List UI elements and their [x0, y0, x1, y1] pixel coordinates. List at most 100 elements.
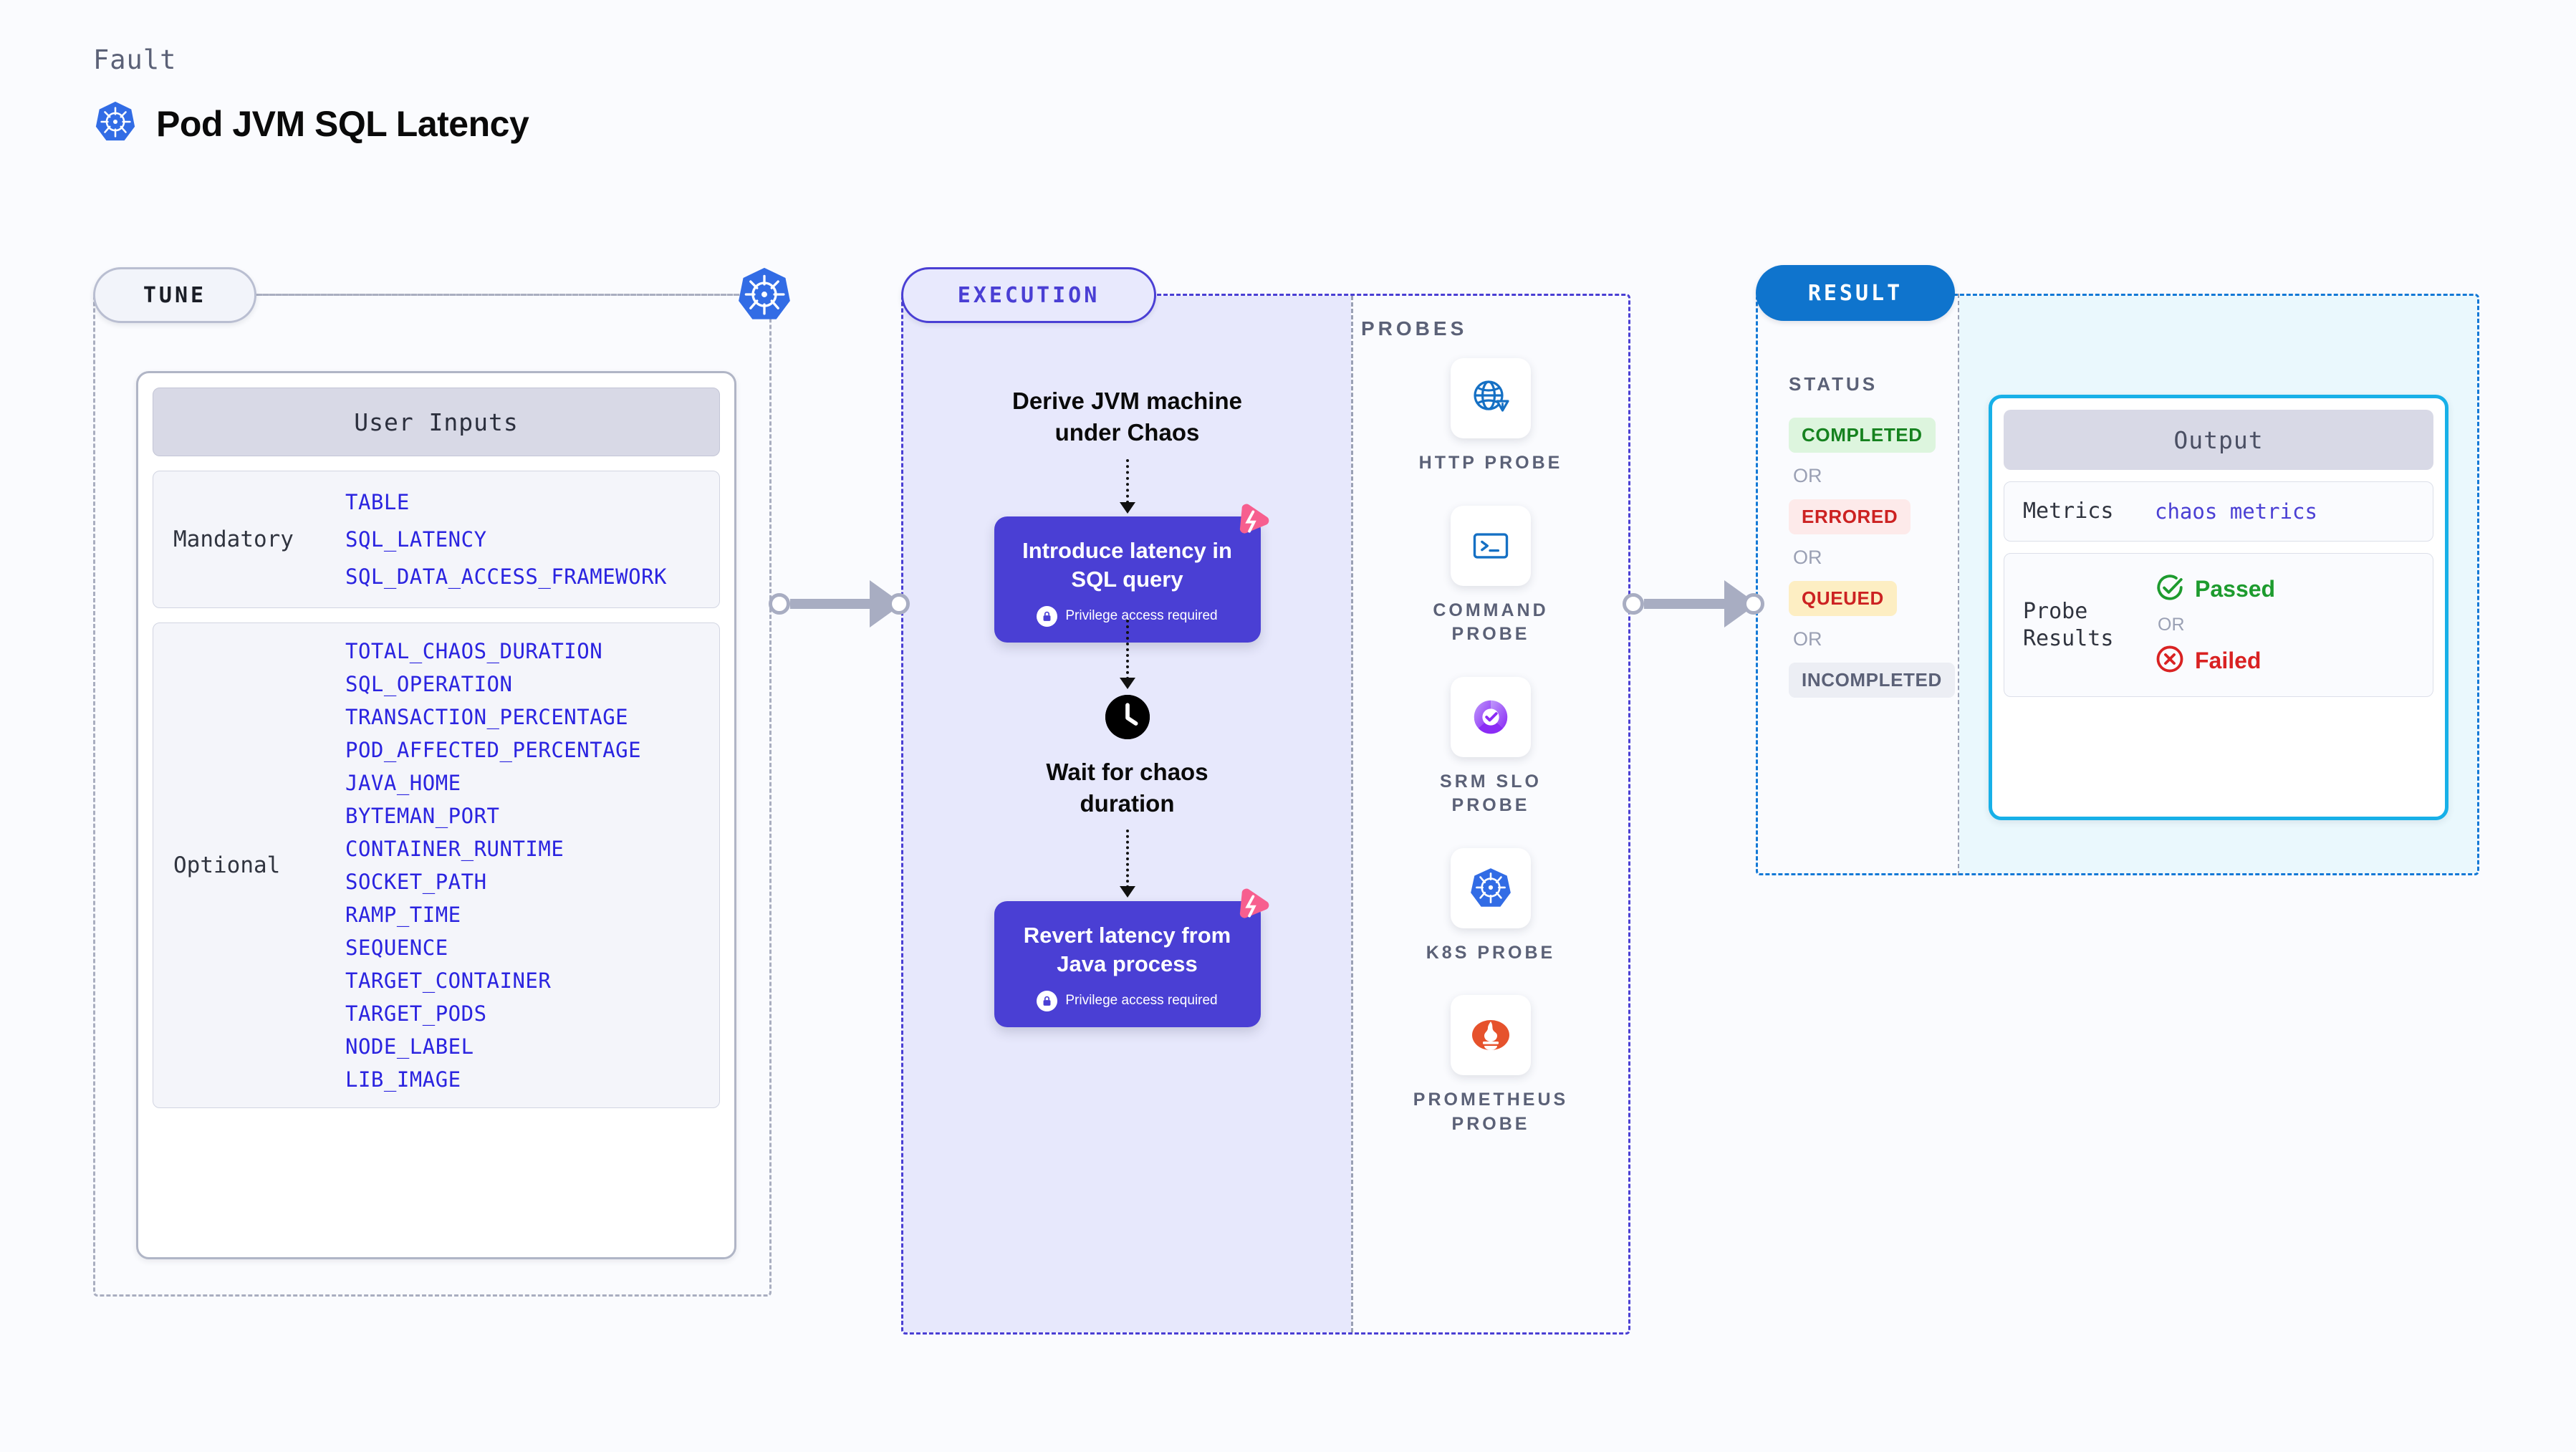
param-item[interactable]: CONTAINER_RUNTIME [345, 837, 564, 861]
status-or: OR [1793, 465, 1822, 486]
param-item[interactable]: TRANSACTION_PERCENTAGE [345, 705, 629, 729]
fault-label: Fault [93, 44, 177, 75]
revert-latency-title: Revert latency from Java process [1023, 923, 1231, 977]
execution-pill[interactable]: EXECUTION [901, 267, 1156, 323]
param-item[interactable]: POD_AFFECTED_PERCENTAGE [345, 738, 642, 762]
kubernetes-icon [735, 265, 794, 324]
probes-divider [1351, 296, 1353, 1332]
probe-label: PROMETHEUS PROBE [1413, 1090, 1569, 1134]
probe-label: SRM SLO PROBE [1440, 771, 1542, 816]
probe-label: COMMAND PROBE [1433, 600, 1549, 645]
probes-list: HTTP PROBE COMMAND PROBE [1353, 358, 1628, 1136]
status-badge-errored: ERRORED [1789, 499, 1911, 534]
failed-label: Failed [2195, 648, 2262, 674]
check-circle-icon [2155, 572, 2185, 606]
execution-to-result-arrow [1623, 580, 1764, 628]
x-circle-icon [2155, 644, 2185, 678]
param-item[interactable]: RAMP_TIME [345, 903, 461, 927]
probes-section-label: PROBES [1361, 317, 1468, 340]
http-globe-icon [1451, 358, 1531, 438]
probe-result-or: OR [2158, 615, 2185, 635]
param-item[interactable]: TARGET_CONTAINER [345, 968, 552, 993]
wait-step-label: Wait for chaos duration [1046, 759, 1208, 817]
result-pill[interactable]: RESULT [1756, 265, 1955, 321]
page-header: Fault Pod JVM SQL Latency [93, 44, 529, 148]
probe-k8s[interactable]: K8S PROBE [1353, 847, 1628, 966]
revert-latency-card[interactable]: Revert latency from Java process Privile… [994, 888, 1269, 1027]
optional-label: Optional [173, 852, 281, 878]
param-item[interactable]: SQL_OPERATION [345, 672, 513, 696]
output-card: Output Metrics chaos metrics Probe Resul… [1989, 395, 2448, 820]
page-title: Pod JVM SQL Latency [156, 103, 529, 144]
param-item[interactable]: LIB_IMAGE [345, 1067, 461, 1092]
clock-icon [1105, 695, 1150, 739]
param-item[interactable]: SEQUENCE [345, 936, 448, 960]
flow-arrow-line [1125, 620, 1129, 680]
status-or: OR [1793, 628, 1822, 650]
probe-http[interactable]: HTTP PROBE [1353, 358, 1628, 476]
kubernetes-icon [93, 100, 138, 148]
privilege-note-text: Privilege access required [1065, 608, 1218, 624]
prometheus-icon [1451, 995, 1531, 1075]
introduce-latency-title: Introduce latency in SQL query [1022, 538, 1232, 592]
kubernetes-icon [1451, 847, 1531, 928]
connector-dot [769, 593, 790, 615]
execution-flow: Derive JVM machine under Chaos Introduce… [903, 296, 1351, 1332]
connector-bar [790, 599, 870, 609]
status-badge-incompleted: INCOMPLETED [1789, 663, 1955, 698]
status-or: OR [1793, 547, 1822, 568]
metrics-value[interactable]: chaos metrics [2155, 499, 2317, 524]
tune-pill[interactable]: TUNE [93, 267, 256, 323]
title-row: Pod JVM SQL Latency [93, 100, 529, 148]
param-item[interactable]: JAVA_HOME [345, 771, 461, 795]
privilege-note: Privilege access required [1007, 990, 1248, 1011]
flow-arrow-line [1125, 459, 1129, 504]
user-inputs-card: User Inputs Mandatory TABLE SQL_LATENCY … [136, 371, 736, 1259]
tune-to-execution-arrow [769, 580, 910, 628]
derive-step-label: Derive JVM machine under Chaos [1012, 388, 1242, 446]
srm-slo-icon [1451, 676, 1531, 757]
passed-label: Passed [2195, 576, 2276, 602]
param-item[interactable]: TOTAL_CHAOS_DURATION [345, 639, 603, 663]
connector-dot [1623, 593, 1644, 615]
privilege-note-text: Privilege access required [1065, 993, 1218, 1009]
flow-arrowhead [1119, 678, 1135, 689]
param-item[interactable]: TARGET_PODS [345, 1001, 487, 1026]
lock-icon [1037, 605, 1058, 627]
probe-command[interactable]: COMMAND PROBE [1353, 505, 1628, 647]
flow-arrow-line [1125, 830, 1129, 888]
status-badge-queued: QUEUED [1789, 581, 1897, 616]
status-label: STATUS [1789, 373, 1878, 395]
probe-result-failed: Failed [2155, 644, 2275, 678]
param-item[interactable]: TABLE [345, 490, 410, 514]
param-item[interactable]: NODE_LABEL [345, 1034, 474, 1059]
litmus-badge-icon [1230, 501, 1274, 545]
optional-param-list: TOTAL_CHAOS_DURATION SQL_OPERATION TRANS… [345, 639, 641, 1092]
flow-arrowhead [1119, 502, 1135, 514]
param-item[interactable]: SOCKET_PATH [345, 870, 487, 894]
lock-icon [1037, 990, 1058, 1011]
tune-connector-line [256, 294, 738, 296]
probe-prometheus[interactable]: PROMETHEUS PROBE [1353, 995, 1628, 1136]
mandatory-param-list: TABLE SQL_LATENCY SQL_DATA_ACCESS_FRAMEW… [345, 490, 667, 589]
param-item[interactable]: SQL_LATENCY [345, 527, 487, 552]
param-item[interactable]: SQL_DATA_ACCESS_FRAMEWORK [345, 564, 667, 589]
connector-dot [888, 593, 910, 615]
metrics-label: Metrics [2023, 499, 2114, 524]
probe-results-label: Probe Results [2023, 598, 2114, 651]
probe-srm-slo[interactable]: SRM SLO PROBE [1353, 676, 1628, 818]
param-item[interactable]: BYTEMAN_PORT [345, 804, 500, 828]
probe-label: HTTP PROBE [1418, 453, 1563, 473]
optional-params-box: Optional TOTAL_CHAOS_DURATION SQL_OPERAT… [153, 622, 720, 1108]
probe-results-row: Probe Results Passed OR [2004, 553, 2433, 698]
status-list: COMPLETED OR ERRORED OR QUEUED OR INCOMP… [1789, 418, 1955, 698]
probe-results-stack: Passed OR Failed [2155, 572, 2275, 678]
terminal-icon [1451, 505, 1531, 586]
execution-region [901, 294, 1630, 1335]
flow-arrowhead [1119, 886, 1135, 898]
connector-dot [1743, 593, 1764, 615]
privilege-note: Privilege access required [1007, 605, 1248, 627]
probe-label: K8S PROBE [1426, 942, 1556, 963]
litmus-badge-icon [1230, 885, 1274, 930]
status-badge-completed: COMPLETED [1789, 418, 1936, 453]
